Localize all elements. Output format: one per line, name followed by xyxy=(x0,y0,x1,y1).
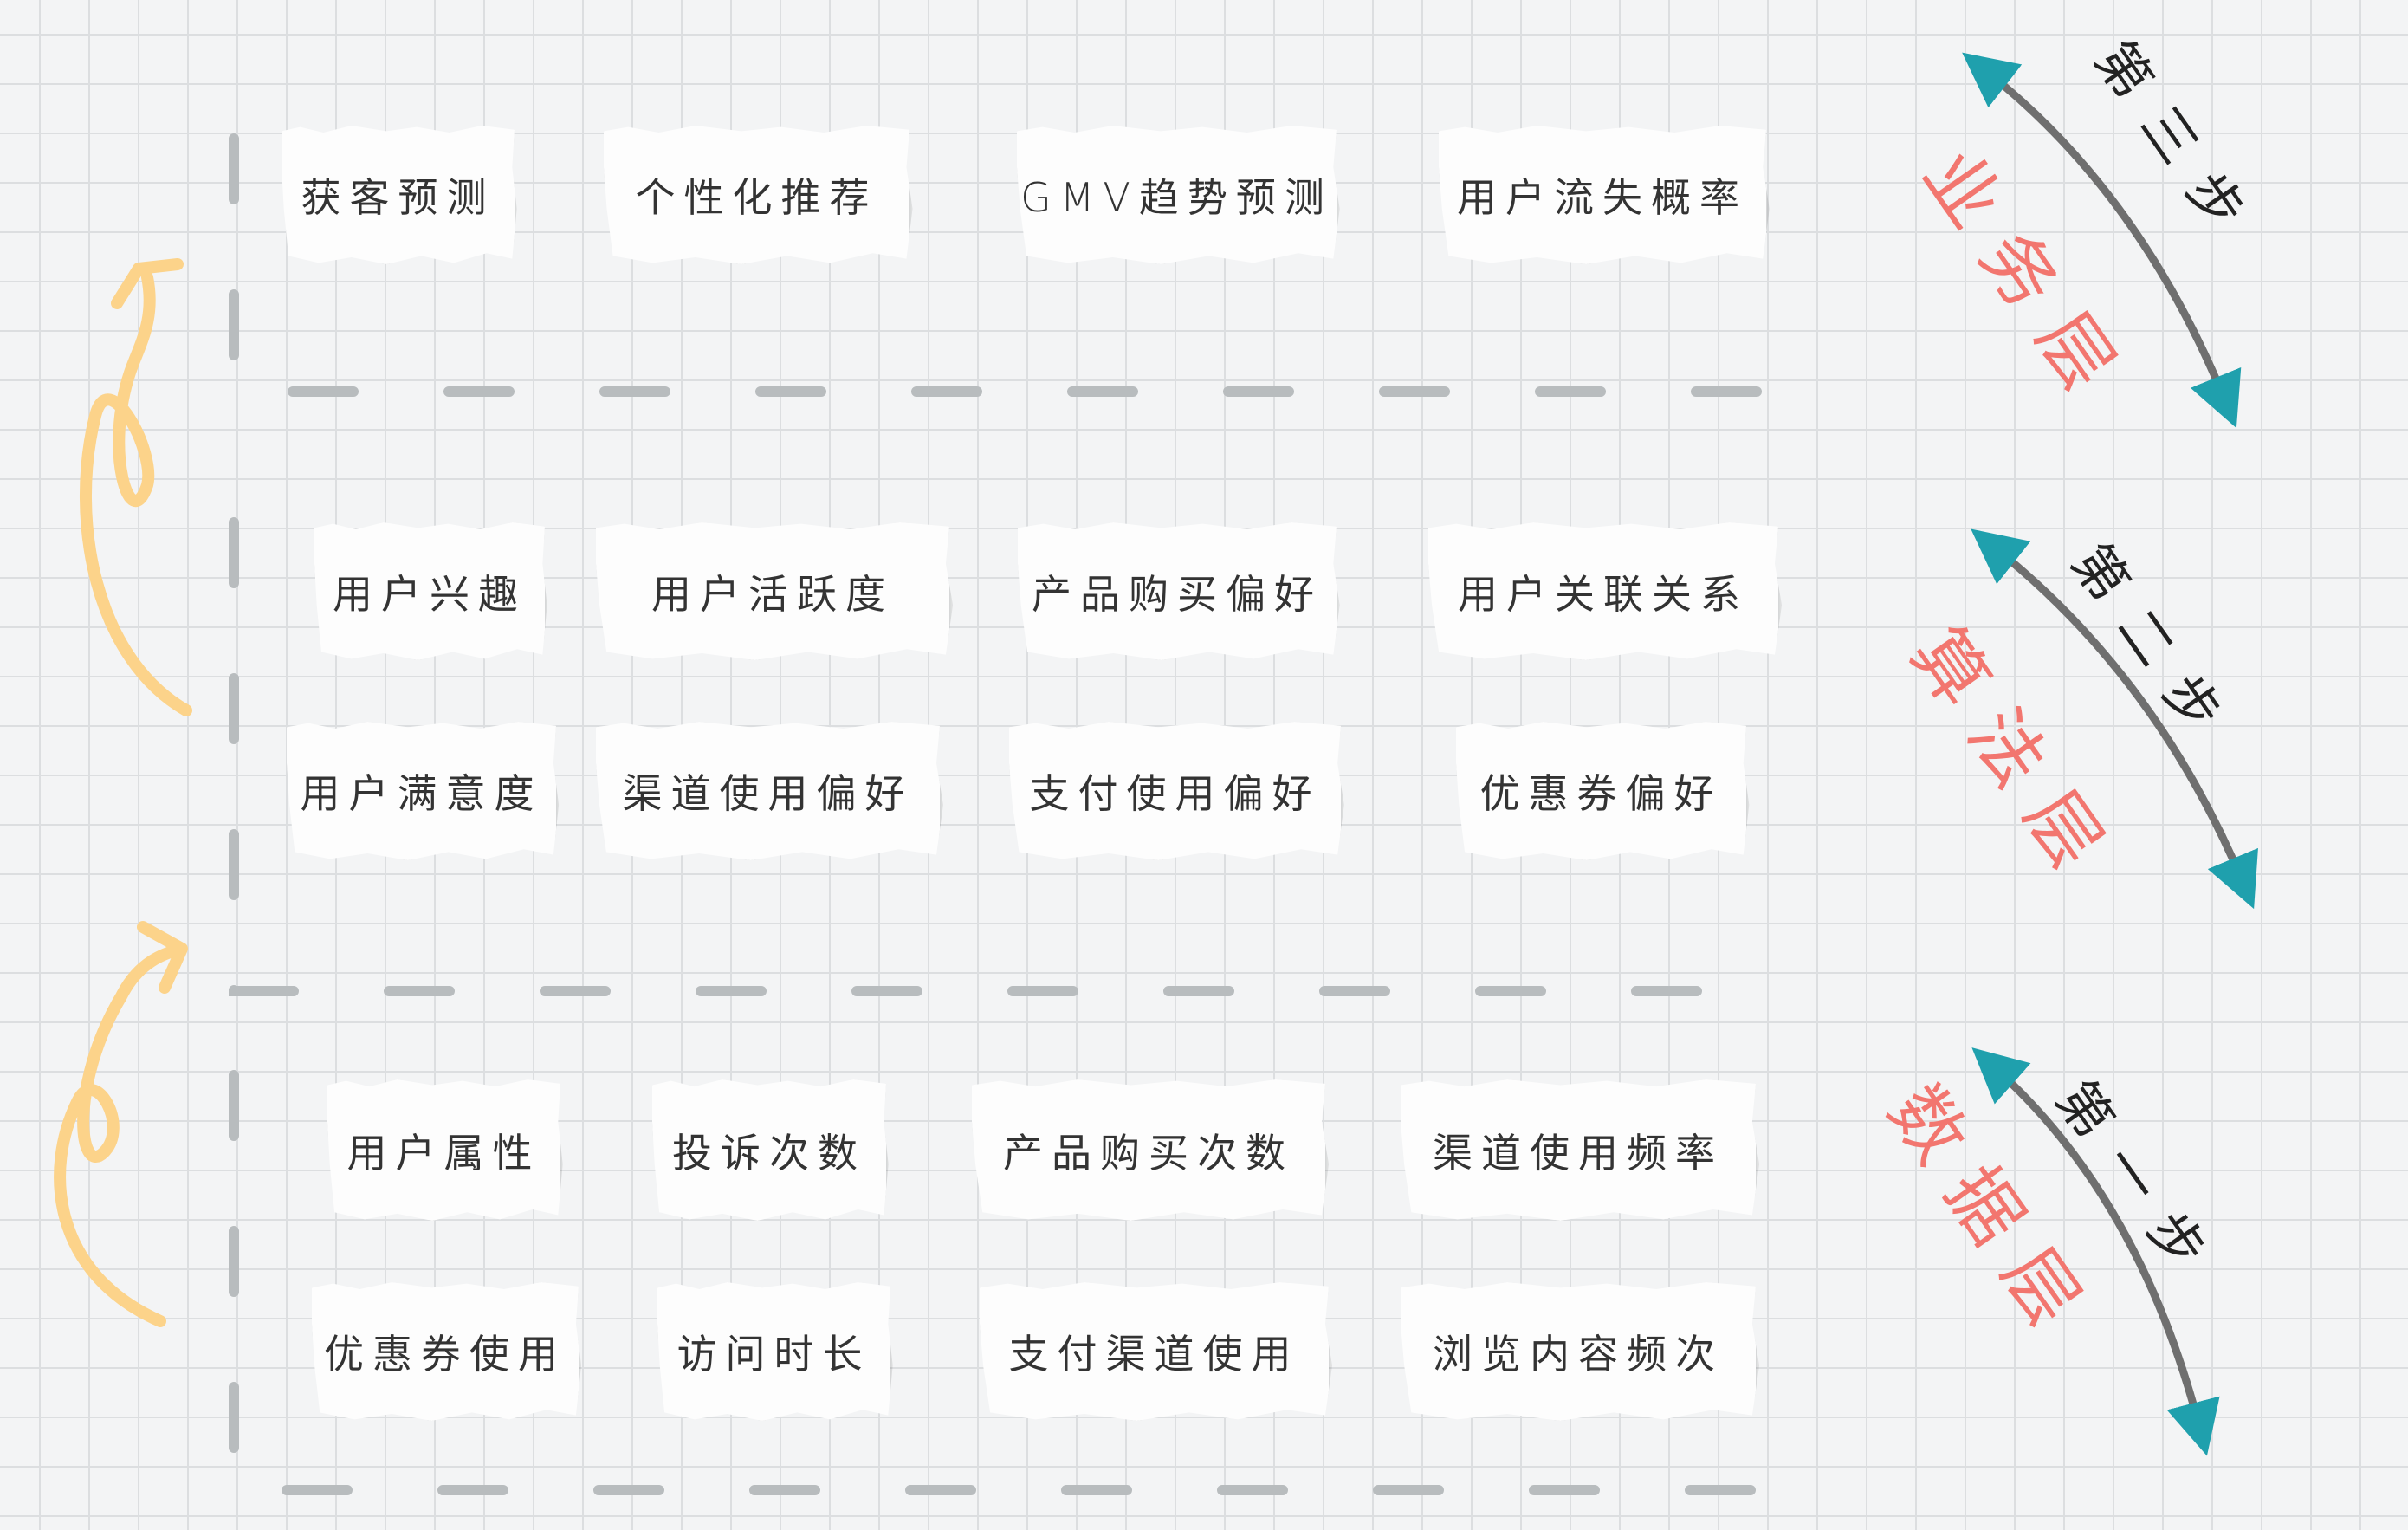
step-arrow-2 xyxy=(1971,528,2258,910)
step-arrow-3 xyxy=(1962,52,2242,429)
note-card-label: 支付渠道使用 xyxy=(1008,1331,1300,1378)
note-card-label: 获客预测 xyxy=(301,174,495,221)
note-card-label: 投诉次数 xyxy=(672,1129,866,1177)
note-card: 用户流失概率 xyxy=(1439,126,1766,264)
note-card: 渠道使用频率 xyxy=(1401,1079,1756,1221)
note-card: 产品购买次数 xyxy=(972,1079,1325,1221)
note-card: 优惠券使用 xyxy=(312,1282,579,1421)
bracket-business xyxy=(229,133,1794,397)
note-card-label: GMV趋势预测 xyxy=(1020,174,1333,221)
note-card-label: 渠道使用频率 xyxy=(1433,1129,1724,1177)
note-card: 用户关联关系 xyxy=(1428,522,1778,660)
note-card-label: 浏览内容频次 xyxy=(1433,1331,1724,1378)
note-card-label: 优惠券使用 xyxy=(324,1331,566,1378)
note-card-label: 个性化推荐 xyxy=(635,174,878,221)
bracket-algorithm xyxy=(229,517,1794,996)
note-card-label: 支付使用偏好 xyxy=(1029,770,1321,817)
note-card-label: 优惠券偏好 xyxy=(1479,770,1723,817)
note-card-label: 用户满意度 xyxy=(300,770,543,817)
note-card: 支付使用偏好 xyxy=(1009,722,1341,860)
note-card: 支付渠道使用 xyxy=(980,1282,1329,1421)
note-card-label: 用户活跃度 xyxy=(651,570,894,618)
note-card-label: 用户流失概率 xyxy=(1457,174,1748,221)
note-card: 投诉次数 xyxy=(652,1079,886,1221)
note-card-label: 渠道使用偏好 xyxy=(622,770,914,817)
note-card-label: 用户关联关系 xyxy=(1458,570,1749,618)
flow-arrow-upper xyxy=(79,258,192,716)
note-card: 用户满意度 xyxy=(287,722,556,860)
note-card: 用户属性 xyxy=(327,1079,560,1221)
note-card: 个性化推荐 xyxy=(604,126,909,264)
bracket-data xyxy=(229,1070,1794,1495)
note-card: 访问时长 xyxy=(657,1282,890,1421)
note-card: 产品购买偏好 xyxy=(1018,522,1337,660)
flow-arrow-lower xyxy=(54,921,188,1327)
note-card-label: 用户兴趣 xyxy=(333,570,527,618)
note-card: 渠道使用偏好 xyxy=(596,722,940,860)
note-card: 浏览内容频次 xyxy=(1401,1282,1756,1421)
note-card: 优惠券偏好 xyxy=(1456,722,1746,860)
note-card: 获客预测 xyxy=(282,126,515,264)
note-card-label: 产品购买偏好 xyxy=(1032,570,1323,618)
note-card-label: 用户属性 xyxy=(346,1129,541,1177)
note-card: 用户兴趣 xyxy=(314,522,545,660)
note-card-label: 访问时长 xyxy=(676,1331,871,1378)
note-card: 用户活跃度 xyxy=(596,522,949,660)
step-arrow-1 xyxy=(1971,1047,2220,1456)
note-card: GMV趋势预测 xyxy=(1017,126,1337,264)
note-card-label: 产品购买次数 xyxy=(1003,1129,1294,1177)
